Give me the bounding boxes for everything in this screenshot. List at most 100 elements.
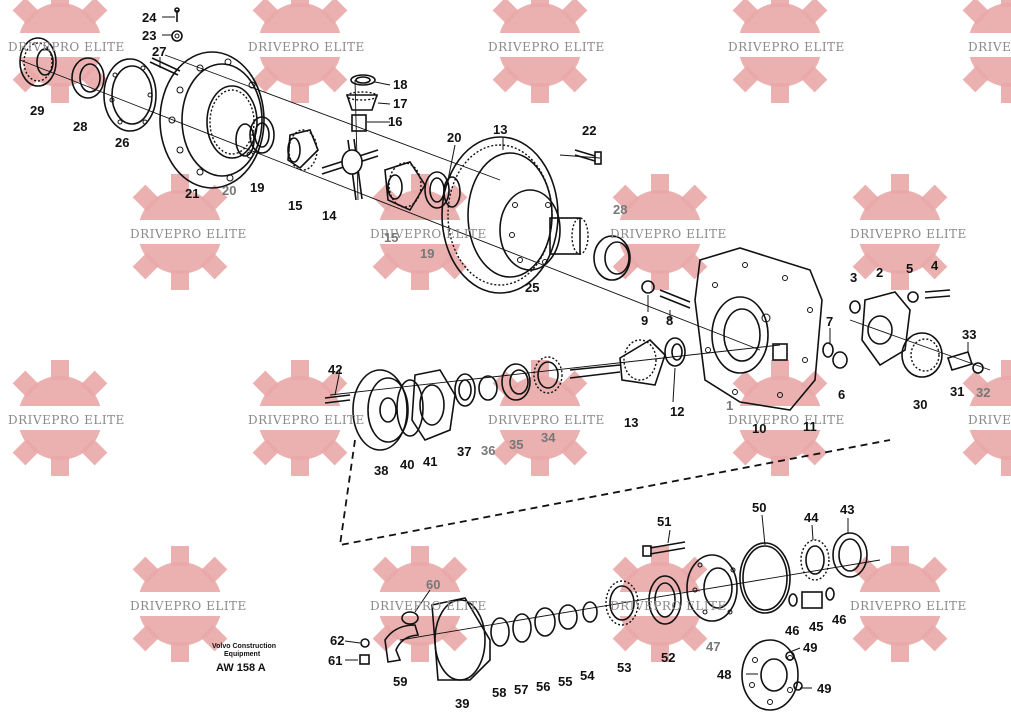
breather-62 xyxy=(360,638,370,648)
bearing-cup-43 xyxy=(832,532,868,578)
ring-52 xyxy=(648,575,682,625)
crown-wheel-13 xyxy=(441,136,559,294)
part-label: 46 xyxy=(832,612,846,627)
bearing-28b xyxy=(593,235,631,281)
bolt-51 xyxy=(642,541,686,557)
part-label: 62 xyxy=(330,633,344,648)
washer-19a xyxy=(249,116,275,154)
part-label: 45 xyxy=(809,619,823,634)
elbow-fitting-60 xyxy=(401,611,419,625)
washer-58 xyxy=(490,617,510,647)
screw-49b xyxy=(793,681,803,691)
bolt-22 xyxy=(574,149,602,165)
part-label: 29 xyxy=(30,103,44,118)
part-label: 5 xyxy=(906,261,913,276)
seal-54 xyxy=(582,601,598,623)
part-label: 36 xyxy=(481,443,495,458)
bearing-35 xyxy=(501,363,531,401)
bolt-27 xyxy=(149,57,181,76)
part-label: 14 xyxy=(322,208,337,223)
pinion-gear-17 xyxy=(345,91,379,111)
part-label: 49 xyxy=(817,681,831,696)
lock-plate-31 xyxy=(946,351,974,371)
bearing-34 xyxy=(533,356,563,394)
part-label: 41 xyxy=(423,454,437,469)
part-label: 40 xyxy=(400,457,414,472)
differential-group xyxy=(19,7,631,294)
watermark-text: DRIVEPRO ELITE xyxy=(370,227,487,241)
nut-3 xyxy=(849,300,861,314)
part-label: 16 xyxy=(388,114,402,129)
hub-group xyxy=(359,532,868,711)
washer-46a xyxy=(788,593,798,607)
part-label: 55 xyxy=(558,674,572,689)
part-label: 47 xyxy=(706,639,720,654)
coupling-flange-30 xyxy=(901,332,943,378)
part-label: 34 xyxy=(541,430,556,445)
washer-55 xyxy=(558,604,578,630)
part-label: 57 xyxy=(514,682,528,697)
part-label: 7 xyxy=(826,314,833,329)
part-label: 32 xyxy=(976,385,990,400)
spider-14 xyxy=(321,138,379,201)
differential-case-25 xyxy=(499,189,589,271)
side-gear-15a xyxy=(287,129,319,171)
part-label: 6 xyxy=(838,387,845,402)
part-label: 13 xyxy=(493,122,507,137)
watermark-text: DRIVEPRO ELITE xyxy=(488,40,605,54)
watermark-text: DRIVEPRO ELITE xyxy=(8,413,125,427)
part-label: 53 xyxy=(617,660,631,675)
hub-47 xyxy=(686,554,738,622)
watermark-text: DRIVEPRO ELITE xyxy=(968,40,1011,54)
stud-8 xyxy=(659,289,691,309)
part-label: 19 xyxy=(250,180,264,195)
watermark-text: DRIVEPRO ELITE xyxy=(728,413,845,427)
part-label: 61 xyxy=(328,653,342,668)
part-label: 12 xyxy=(670,404,684,419)
watermark-text: DRIVEPRO ELITE xyxy=(130,599,247,613)
part-label: 44 xyxy=(804,510,819,525)
cover-plate-41 xyxy=(411,369,456,441)
part-label: 59 xyxy=(393,674,407,689)
nut-23 xyxy=(171,30,183,42)
part-label: 30 xyxy=(913,397,927,412)
watermark-text: DRIVEPRO ELITE xyxy=(850,227,967,241)
bolt-42 xyxy=(324,394,351,404)
bracket-2 xyxy=(861,291,911,367)
brand-line-2: Equipment xyxy=(224,651,261,658)
part-label: 20 xyxy=(222,183,236,198)
part-label: 22 xyxy=(582,123,596,138)
part-label: 13 xyxy=(624,415,638,430)
part-label: 37 xyxy=(457,444,471,459)
side-gear-15b xyxy=(384,161,426,212)
stud-9 xyxy=(641,280,655,294)
part-label: 8 xyxy=(666,313,673,328)
drive-pinion-13 xyxy=(569,338,666,386)
part-label: 18 xyxy=(393,77,407,92)
watermark-texts: DRIVEPRO ELITE DRIVEPRO ELITE DRIVEPRO E… xyxy=(8,40,1011,613)
o-ring-50 xyxy=(739,542,791,614)
part-label: 23 xyxy=(142,28,156,43)
part-label: 49 xyxy=(803,640,817,655)
part-label: 60 xyxy=(426,577,440,592)
part-label: 20 xyxy=(447,130,461,145)
watermark-text: DRIVEPRO ELITE xyxy=(728,40,845,54)
brand-caption: Volvo Construction Equipment xyxy=(212,643,276,659)
part-label: 15 xyxy=(384,230,398,245)
part-label: 35 xyxy=(509,437,523,452)
drawing-code: AW 158 A xyxy=(216,662,266,674)
watermark-text: DRIVEPRO ELITE xyxy=(488,413,605,427)
part-label: 33 xyxy=(962,327,976,342)
watermark-text: DRIVEPRO ELITE xyxy=(968,413,1011,427)
plug-10 xyxy=(772,343,788,361)
pipe-59 xyxy=(384,624,420,663)
nipple-61 xyxy=(359,654,370,665)
washer-5 xyxy=(907,291,919,303)
brand-line-1: Volvo Construction xyxy=(212,643,277,650)
part-label: 11 xyxy=(803,419,817,434)
watermark-text: DRIVEPRO ELITE xyxy=(8,40,125,54)
pinion-group xyxy=(324,337,686,451)
planet-carrier-53 xyxy=(605,580,639,626)
part-label: 9 xyxy=(641,313,648,328)
